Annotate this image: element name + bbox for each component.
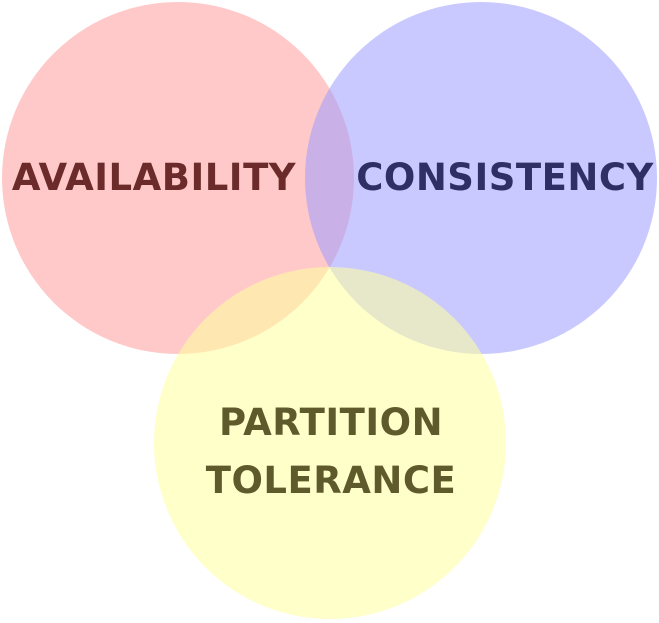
availability-circle — [2, 2, 354, 354]
consistency-label: CONSISTENCY — [356, 156, 654, 199]
consistency-circle — [305, 2, 657, 354]
availability-label: AVAILABILITY — [12, 156, 297, 199]
partition-label-line-1: PARTITION — [219, 401, 443, 444]
partition-tolerance-circle — [154, 267, 506, 619]
partition-label-line-2: TOLERANCE — [206, 459, 457, 502]
